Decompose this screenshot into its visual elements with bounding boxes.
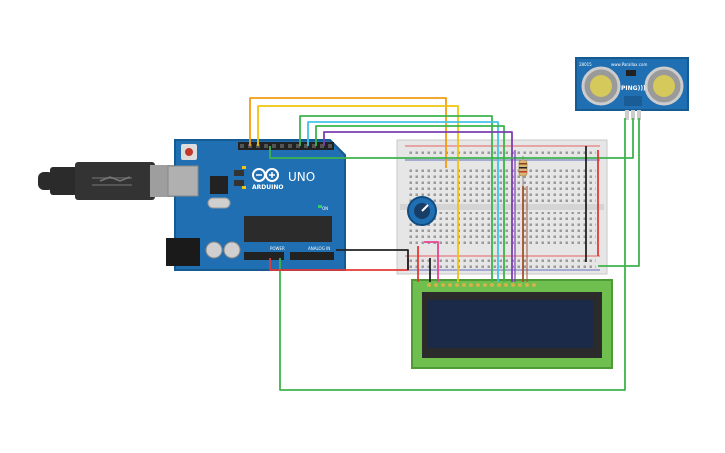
arduino-logo-icon: [252, 168, 279, 182]
arduino-brand-label: ARDUINO: [252, 184, 283, 191]
wire-green-bottom: [279, 118, 626, 391]
digital-header: [238, 142, 334, 150]
arduino-model-label: UNO: [288, 170, 315, 184]
arduino-uno-board: ARDUINO UNO POWER ANALOG IN ON: [166, 139, 346, 271]
lcd-display: [411, 279, 613, 369]
wire-pink: [424, 241, 439, 282]
ultrasonic-sensor: www.Parallax.com 28015 PING))): [575, 57, 689, 120]
sensor-brand-label: www.Parallax.com: [611, 62, 647, 67]
usb-cable: [38, 162, 175, 200]
usb-port: [167, 165, 199, 197]
wire-green-upper: [299, 115, 493, 282]
wire-cyan: [307, 121, 499, 282]
analog-header-label: ANALOG IN: [308, 246, 330, 251]
wire-green-sensor: [269, 118, 634, 159]
power-header-label: POWER: [270, 246, 285, 251]
wire-green-right: [598, 118, 640, 267]
sensor-model-label: 28015: [579, 62, 592, 67]
wire-orange: [249, 97, 447, 168]
wire-green-2: [315, 125, 505, 282]
wires: [249, 97, 640, 391]
analog-header: [290, 252, 334, 260]
lcd-screen: [428, 300, 594, 348]
resistor: [518, 156, 528, 186]
wire-black-ground: [336, 249, 409, 270]
power-header: [244, 252, 284, 260]
wire-purple: [323, 131, 513, 282]
wire-yellow: [257, 105, 459, 282]
microcontroller-chip: [244, 216, 332, 242]
sensor-ping-label: PING))): [621, 85, 646, 92]
potentiometer[interactable]: [407, 196, 437, 226]
breadboard: [396, 139, 608, 275]
on-led-label: ON: [322, 206, 328, 211]
power-jack: [166, 238, 200, 266]
